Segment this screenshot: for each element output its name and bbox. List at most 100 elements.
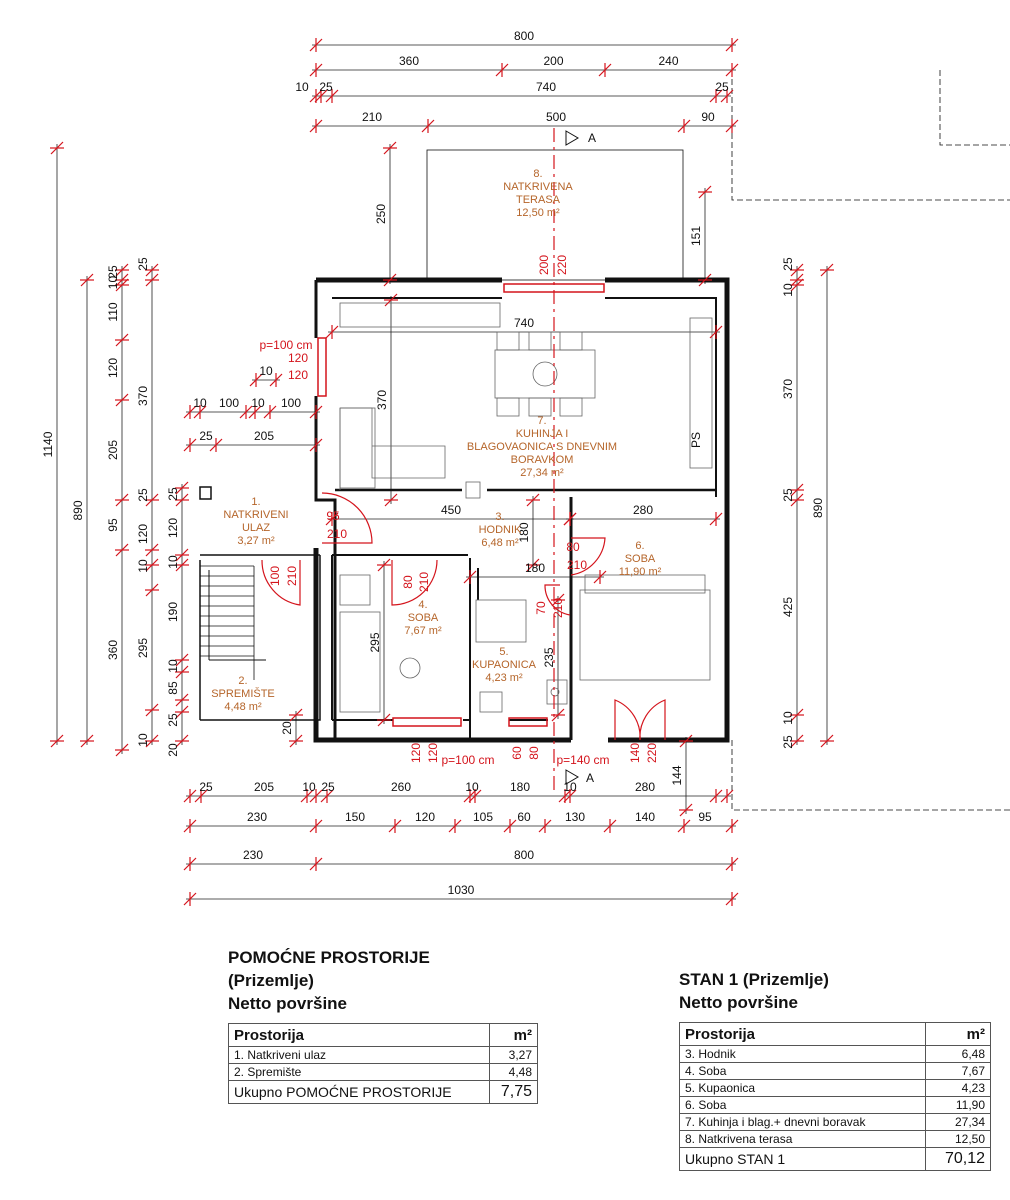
wall xyxy=(314,280,337,740)
room-label-3: 3. xyxy=(495,511,504,523)
storage-step-label: 20 xyxy=(280,721,294,735)
chair xyxy=(559,397,583,417)
site-line xyxy=(731,740,1010,811)
opening-label: 210 xyxy=(285,566,299,586)
left-col-a-label: 95 xyxy=(106,518,120,532)
wall xyxy=(199,486,212,500)
section-arrow xyxy=(565,769,579,785)
site-line xyxy=(731,70,1010,201)
right-col-label: 370 xyxy=(781,379,795,399)
top-row2-label: 10 xyxy=(295,80,309,94)
top-row1-label: 200 xyxy=(543,54,563,68)
top-row2-label: 740 xyxy=(536,80,556,94)
room-label-5: 5. xyxy=(499,646,508,658)
walls xyxy=(199,70,1010,811)
row-name: 1. Natkriveni ulaz xyxy=(228,1046,490,1064)
room-label-4: 7,67 m² xyxy=(404,625,442,637)
row-value: 4,23 xyxy=(924,1079,992,1097)
table-total-row: Ukupno POMOĆNE PROSTORIJE 7,75 xyxy=(228,1080,539,1104)
bottom-row2-label: 230 xyxy=(247,810,267,824)
left-col-b-label: 10 xyxy=(136,733,150,747)
top-row1-label: 360 xyxy=(399,54,419,68)
toilet xyxy=(479,691,503,713)
bottom-total-label: 1030 xyxy=(448,883,475,897)
door-swing xyxy=(261,559,301,606)
dining-table xyxy=(494,349,596,399)
room-label-7: BLAGOVAONICA S DNEVNIM xyxy=(467,441,617,453)
row-value: 12,50 xyxy=(924,1130,992,1148)
row-value: 4,48 xyxy=(488,1063,539,1081)
room4-depth-label: 295 xyxy=(368,632,382,652)
room-label-2: 2. xyxy=(238,675,247,687)
row-name: 5. Kupaonica xyxy=(679,1079,926,1097)
door-swing xyxy=(570,537,606,576)
section-mark-a: A xyxy=(588,131,596,145)
room-label-7: BORAVKOM xyxy=(511,454,574,466)
room6-width-label: 280 xyxy=(633,503,653,517)
headboard xyxy=(584,574,706,594)
top-total-label: 800 xyxy=(514,29,534,43)
left-col-b-label: 370 xyxy=(136,386,150,406)
row-name: 2. Spremište xyxy=(228,1063,490,1081)
aux-subtitle: (Prizemlje) xyxy=(228,971,314,990)
row-value: 7,67 xyxy=(924,1062,992,1080)
bottom-window-mid xyxy=(508,717,548,727)
opening-label: 210 xyxy=(551,598,565,618)
bottom-row3-label: 800 xyxy=(514,848,534,862)
stan-title: STAN 1 (Prizemlje) xyxy=(679,970,829,989)
room-label-1: ULAZ xyxy=(242,522,270,534)
bottom-row2-label: 150 xyxy=(345,810,365,824)
row-value: 6,48 xyxy=(924,1045,992,1063)
opening-label: 70 xyxy=(534,601,548,615)
left-col-c-label: 20 xyxy=(166,743,180,757)
wall xyxy=(199,554,321,721)
row-value: 3,27 xyxy=(488,1046,539,1064)
bottom-row1-label: 260 xyxy=(391,780,411,794)
living-width-label: 740 xyxy=(514,316,534,330)
ulaz-mid-label: 25 xyxy=(199,429,213,443)
left-col-c-label: 10 xyxy=(166,555,180,569)
left-col-a-label: 110 xyxy=(106,302,120,321)
right-col-label: 425 xyxy=(781,597,795,617)
rear-step-label: 144 xyxy=(670,765,684,785)
side-window xyxy=(317,337,327,397)
opening-label: p=100 cm xyxy=(441,753,494,767)
opening-label: 120 xyxy=(288,351,308,365)
top-row1-label: 240 xyxy=(658,54,678,68)
ulaz-small-label: 10 xyxy=(259,364,273,378)
ulaz-top-label: 10 xyxy=(193,396,207,410)
row-name: 6. Soba xyxy=(679,1096,926,1114)
terrace-depth-label: 250 xyxy=(374,204,388,224)
bottom-row3-label: 230 xyxy=(243,848,263,862)
left-col-a-label: 120 xyxy=(106,358,120,378)
chair xyxy=(528,397,552,417)
bottom-row1-label: 205 xyxy=(254,780,274,794)
ulaz-top-label: 100 xyxy=(219,396,239,410)
left-890-label: 890 xyxy=(71,500,85,520)
row-value: 27,34 xyxy=(924,1113,992,1131)
room-label-4: 4. xyxy=(418,599,427,611)
opening-label: 60 xyxy=(510,746,524,760)
opening-label: p=100 cm xyxy=(259,338,312,352)
left-col-b-label: 25 xyxy=(136,488,150,502)
aux-netto: Netto površine xyxy=(228,994,348,1013)
room-label-8: 12,50 m² xyxy=(516,207,560,219)
left-col-c-label: 85 xyxy=(166,681,180,695)
wall xyxy=(331,555,548,721)
bottom-row2-label: 60 xyxy=(517,810,531,824)
opening-label: 80 xyxy=(566,540,580,554)
aux-title: POMOĆNE PROSTORIJE xyxy=(228,948,430,967)
top-row3-label: 90 xyxy=(701,110,715,124)
room-label-1: 1. xyxy=(251,496,260,508)
bottom-row1-label: 25 xyxy=(199,780,213,794)
room-label-7: KUHINJA I xyxy=(516,428,569,440)
table-header: Prostorija m² xyxy=(679,1022,992,1046)
bath-width-label: 180 xyxy=(525,561,545,575)
opening-label: 210 xyxy=(327,527,347,541)
room-label-3: HODNIK xyxy=(479,524,522,536)
table-centerpiece xyxy=(532,361,558,387)
bottom-row2-label: 120 xyxy=(415,810,435,824)
